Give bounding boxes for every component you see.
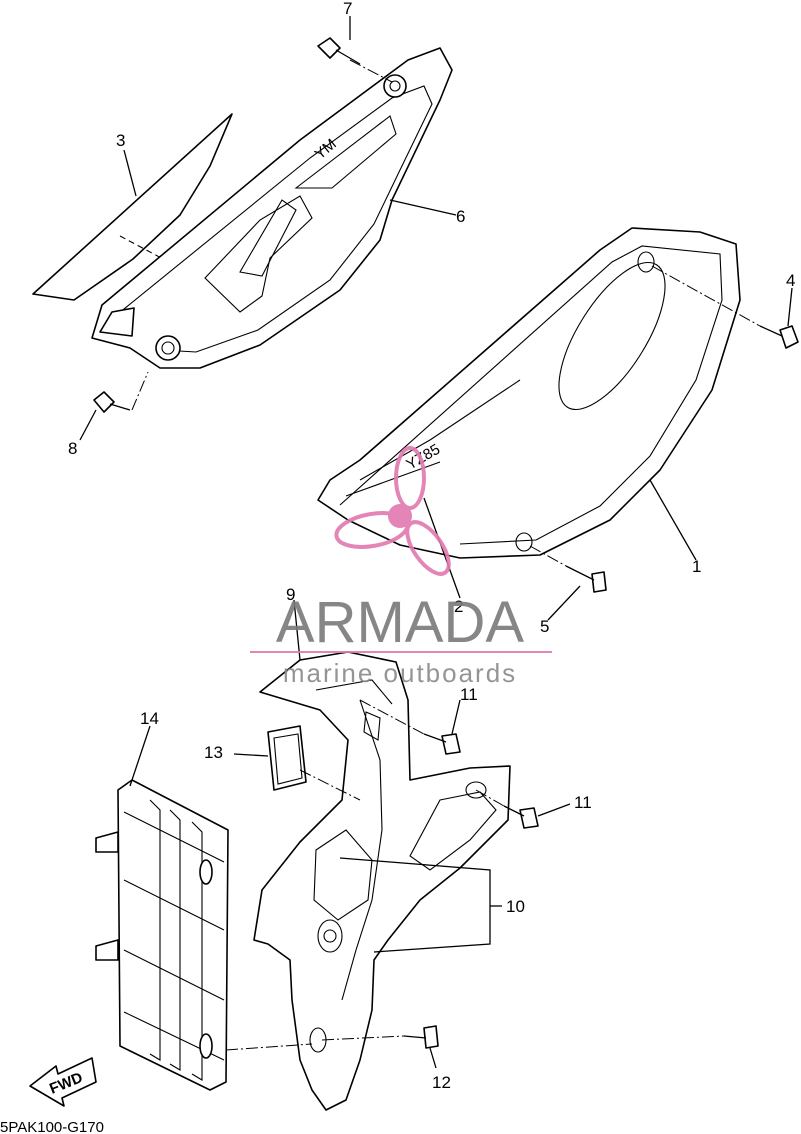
reference-code: 5PAK100-G170 [0, 1119, 104, 1134]
bolt-part-11-lower [503, 805, 539, 829]
propeller-icon [334, 446, 451, 576]
alignment-lines [131, 59, 761, 1051]
callout-7: 7 [343, 0, 352, 18]
callout-5: 5 [540, 617, 549, 636]
bolt-part-7 [317, 37, 361, 65]
callout-2: 2 [454, 597, 463, 616]
side-cover-part-6: YM [91, 47, 453, 369]
shroud-part-9 [253, 651, 511, 1111]
watermark-tagline: marine outboards [283, 658, 517, 688]
callout-4: 4 [786, 271, 795, 290]
callout-8: 8 [68, 439, 77, 458]
radiator-guard-part-14 [95, 779, 229, 1091]
callout-10: 10 [506, 897, 525, 916]
bolt-part-8 [93, 391, 131, 413]
bolt-part-5 [565, 565, 607, 593]
callout-13: 13 [204, 743, 223, 762]
callout-11-lower: 11 [574, 793, 592, 812]
bolt-part-4 [759, 325, 799, 349]
bolt-part-11-upper [423, 733, 461, 755]
callout-11-upper: 11 [460, 685, 478, 704]
callout-12: 12 [432, 1073, 451, 1092]
callout-3: 3 [116, 131, 125, 150]
leader-lines [79, 16, 793, 1069]
number-plate-part-1: YZ85 [317, 227, 741, 559]
callout-9: 9 [286, 585, 295, 604]
callout-labels: 1 2 3 4 5 6 7 8 9 10 11 11 12 13 14 [68, 0, 795, 1092]
callout-1: 1 [692, 557, 701, 576]
bolt-part-12 [403, 1025, 439, 1049]
pad-part-13 [267, 725, 307, 791]
fwd-arrow: FWD [29, 1057, 97, 1107]
decal-part-3 [32, 113, 233, 301]
callout-14: 14 [140, 709, 159, 728]
callout-6: 6 [456, 207, 465, 226]
watermark-logo: ARMADA marine outboards [250, 446, 552, 688]
watermark-brand: ARMADA [276, 590, 524, 655]
